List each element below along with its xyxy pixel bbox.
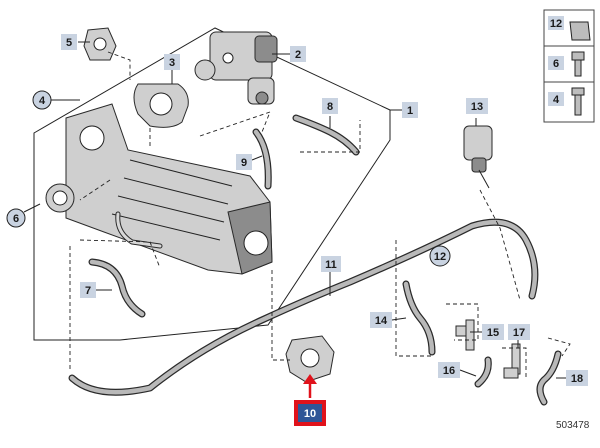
svg-text:17: 17 — [513, 327, 525, 339]
leader-14 — [391, 317, 407, 321]
bolt-icon — [571, 87, 585, 116]
svg-text:11: 11 — [325, 259, 337, 271]
hose-7[interactable] — [88, 258, 146, 318]
svg-text:12: 12 — [434, 251, 446, 263]
guide-15 — [446, 303, 479, 341]
guide-17 — [502, 347, 527, 380]
hose-18[interactable] — [536, 350, 562, 406]
svg-text:4: 4 — [39, 95, 46, 107]
svg-text:3: 3 — [169, 57, 175, 69]
screw-icon — [571, 51, 585, 77]
svg-text:15: 15 — [487, 327, 499, 339]
callout-13[interactable]: 13 — [466, 98, 488, 114]
coolant-pipe-inner — [116, 212, 162, 248]
gasket-10[interactable] — [285, 335, 335, 383]
callout-5[interactable]: 5 — [61, 34, 77, 50]
guide-9 — [199, 111, 271, 137]
callout-6[interactable]: 6 — [6, 208, 26, 228]
legend-row-4[interactable]: 4 — [548, 87, 585, 116]
clip-15[interactable] — [455, 319, 475, 351]
hose-14[interactable] — [402, 280, 436, 356]
gasket-5[interactable] — [83, 27, 117, 61]
svg-text:9: 9 — [241, 157, 247, 169]
callout-8[interactable]: 8 — [322, 98, 338, 114]
svg-text:1: 1 — [407, 105, 413, 117]
callout-10-highlighted[interactable]: 10 — [294, 400, 326, 426]
legend-box: 12 6 4 — [543, 9, 595, 123]
guide-8 — [300, 120, 361, 153]
svg-text:8: 8 — [327, 101, 333, 113]
callout-3[interactable]: 3 — [164, 54, 180, 70]
guide-7 — [79, 239, 161, 269]
callout-15[interactable]: 15 — [482, 324, 504, 340]
callout-16[interactable]: 16 — [438, 362, 460, 378]
diagram-id: 503478 — [556, 420, 590, 431]
egr-valve[interactable] — [194, 31, 278, 105]
hose-9[interactable] — [252, 128, 272, 190]
guide-5 — [107, 51, 131, 80]
guide-4 — [79, 179, 111, 201]
hose-8[interactable] — [292, 114, 360, 156]
legend-row-12[interactable]: 12 — [548, 16, 591, 41]
leader-16 — [459, 369, 477, 377]
svg-text:18: 18 — [571, 373, 583, 385]
callout-2[interactable]: 2 — [290, 46, 306, 62]
gasket-3[interactable] — [133, 83, 189, 128]
guide-12 — [395, 240, 432, 357]
svg-text:6: 6 — [553, 58, 559, 70]
svg-text:13: 13 — [471, 101, 483, 113]
callout-9[interactable]: 9 — [236, 154, 252, 170]
leader-9 — [251, 155, 263, 161]
svg-text:16: 16 — [443, 365, 455, 377]
connector-17[interactable] — [503, 343, 521, 379]
callout-18[interactable]: 18 — [566, 370, 588, 386]
clip-icon — [569, 21, 591, 41]
svg-text:14: 14 — [375, 315, 388, 327]
svg-text:6: 6 — [13, 213, 19, 225]
callout-7[interactable]: 7 — [80, 282, 96, 298]
legend-row-6[interactable]: 6 — [548, 51, 585, 77]
callout-1[interactable]: 1 — [402, 102, 418, 118]
leader-6 — [23, 203, 41, 213]
egr-cooler[interactable] — [45, 103, 273, 275]
hose-16[interactable] — [474, 356, 492, 388]
callout-17[interactable]: 17 — [508, 324, 530, 340]
svg-text:5: 5 — [66, 37, 72, 49]
sensor-13[interactable] — [463, 125, 493, 189]
callout-12[interactable]: 12 — [429, 245, 451, 267]
callout-11[interactable]: 11 — [321, 256, 341, 272]
svg-text:10: 10 — [304, 408, 316, 420]
svg-text:12: 12 — [550, 18, 562, 30]
guide-10 — [271, 270, 290, 361]
hose-11[interactable] — [68, 218, 539, 396]
svg-text:7: 7 — [85, 285, 91, 297]
guide-18 — [547, 337, 571, 357]
svg-text:4: 4 — [553, 94, 560, 106]
highlight-arrowhead — [303, 374, 317, 384]
svg-text:2: 2 — [295, 49, 301, 61]
callout-4[interactable]: 4 — [32, 90, 52, 110]
callout-14[interactable]: 14 — [370, 312, 392, 328]
guide-13 — [479, 189, 521, 301]
